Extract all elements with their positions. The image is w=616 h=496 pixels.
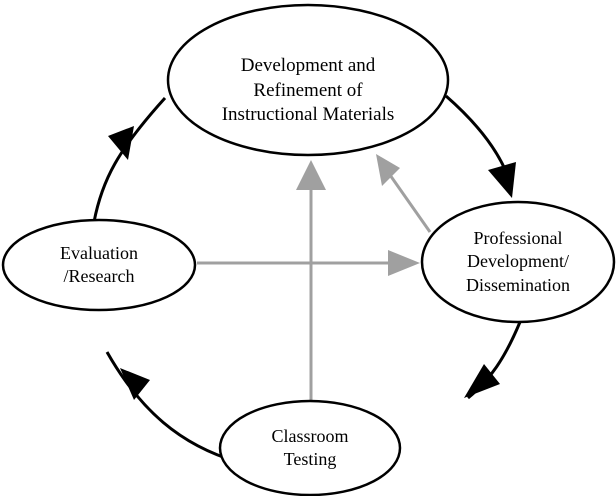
node-professional-line-3: Dissemination bbox=[466, 274, 570, 295]
node-classroom-ellipse bbox=[218, 399, 402, 496]
node-classroom-label: Classroom Testing bbox=[220, 400, 400, 496]
arrowhead-to-professional bbox=[488, 162, 516, 198]
arrowhead-gray-to-professional bbox=[388, 250, 420, 276]
arrowhead-gray-diagonal-to-development bbox=[376, 154, 400, 186]
node-evaluation-line-2: /Research bbox=[63, 266, 135, 286]
node-development-ellipse bbox=[166, 3, 450, 157]
node-classroom-line-1: Classroom bbox=[271, 425, 349, 446]
node-evaluation-ellipse bbox=[1, 218, 197, 312]
node-development-line-1: Development and bbox=[240, 54, 376, 76]
node-classroom-line-2: Testing bbox=[283, 449, 337, 469]
node-professional-ellipse bbox=[420, 200, 616, 324]
arrowhead-to-evaluation bbox=[120, 368, 150, 400]
edge-evaluation-to-development bbox=[92, 96, 167, 223]
arrowhead-to-development bbox=[108, 126, 134, 160]
node-professional-line-2: Development/ bbox=[467, 251, 569, 272]
node-development-line-2: Refinement of bbox=[253, 79, 363, 101]
node-professional-label: Professional Development/ Dissemination bbox=[422, 202, 614, 322]
arrowhead-to-classroom bbox=[464, 364, 500, 398]
edge-professional-to-development bbox=[388, 174, 432, 233]
node-professional-line-1: Professional bbox=[473, 227, 563, 248]
node-evaluation-line-1: Evaluation bbox=[60, 242, 138, 263]
node-development-line-3: Instructional Materials bbox=[221, 104, 395, 126]
edge-classroom-to-evaluation bbox=[105, 351, 239, 464]
node-development-label: Development and Refinement of Instructio… bbox=[168, 26, 448, 156]
arrowhead-gray-to-development bbox=[296, 160, 326, 190]
node-evaluation-label: Evaluation /Research bbox=[3, 220, 195, 310]
